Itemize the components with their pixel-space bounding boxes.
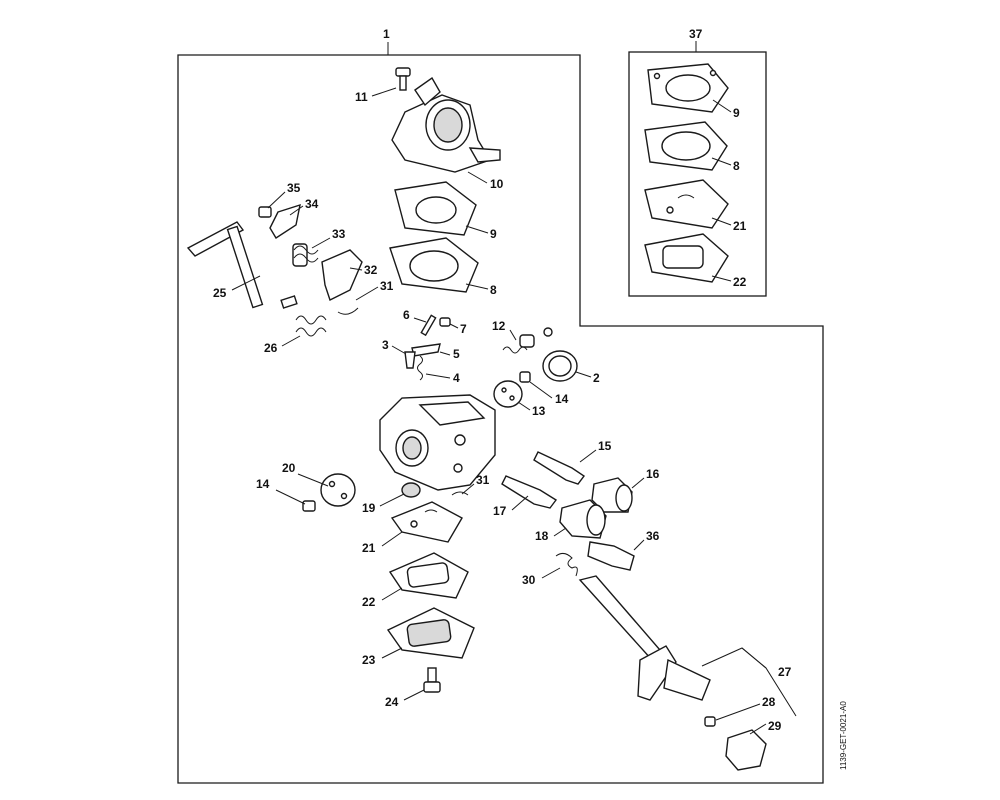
callout-15: 15 — [598, 439, 612, 453]
drawing-code: 1139-GET-0021-A0 — [839, 701, 848, 770]
cap-18 — [559, 499, 607, 539]
callout-29: 29 — [768, 719, 782, 733]
callout-26: 26 — [264, 341, 278, 355]
gasket-9 — [394, 181, 477, 236]
spring-33 — [292, 243, 319, 267]
ring-2 — [542, 350, 578, 382]
callout-36: 36 — [646, 529, 660, 543]
screw-35 — [258, 206, 272, 218]
callout-28: 28 — [762, 695, 776, 709]
spring-4 — [417, 355, 423, 381]
callout-14b: 14 — [256, 477, 270, 491]
kit-gasket-22 — [644, 233, 729, 283]
screw-7 — [439, 317, 451, 327]
spring-26 — [295, 315, 327, 337]
choke-shaft-25 — [186, 221, 298, 309]
callout-24: 24 — [385, 695, 399, 709]
callout-23: 23 — [362, 653, 376, 667]
wire-31 — [337, 307, 359, 315]
callout-18: 18 — [535, 529, 549, 543]
callout-10: 10 — [490, 177, 504, 191]
callout-21: 21 — [362, 541, 376, 555]
pin-6 — [420, 314, 437, 337]
callouts: 11 10 9 8 35 34 33 32 31 25 26 6 7 5 3 4… — [213, 87, 797, 735]
screw-28 — [704, 716, 716, 727]
callout-12: 12 — [492, 319, 506, 333]
screw-24 — [423, 667, 441, 693]
screw-14-top — [519, 371, 531, 383]
lever-32 — [321, 249, 363, 301]
plate-20 — [320, 473, 356, 507]
cap-16 — [591, 477, 633, 513]
gasket-22 — [388, 552, 469, 599]
callout-14: 14 — [555, 392, 569, 406]
callout-31: 31 — [380, 279, 394, 293]
filter-19 — [401, 482, 421, 498]
callout-2: 2 — [593, 371, 600, 385]
callout-11: 11 — [355, 90, 368, 104]
screw-14-left — [302, 500, 316, 512]
kit-callout-22: 22 — [733, 275, 747, 289]
plug-12 — [502, 327, 553, 354]
callout-30: 30 — [522, 573, 536, 587]
intake-housing-10 — [391, 76, 501, 173]
kit-callout-21: 21 — [733, 219, 747, 233]
callout-19: 19 — [362, 501, 376, 515]
callout-34: 34 — [305, 197, 319, 211]
callout-33: 33 — [332, 227, 346, 241]
disc-13 — [493, 380, 523, 408]
lever-29 — [725, 729, 767, 771]
adjust-screw-15 — [533, 451, 586, 485]
kit-callout-9: 9 — [733, 106, 740, 120]
callout-35: 35 — [287, 181, 301, 195]
diaphragm-8 — [389, 237, 479, 293]
callout-7: 7 — [460, 322, 467, 336]
kit-diaphragm-8 — [644, 121, 728, 171]
callout-22: 22 — [362, 595, 376, 609]
wire-31-b — [451, 491, 469, 496]
kit-gasket-9 — [647, 63, 729, 113]
spring-30 — [555, 552, 578, 577]
group-label-kit: 37 — [689, 27, 703, 41]
group-label-main: 1 — [383, 27, 390, 41]
carburetor-body — [379, 394, 496, 491]
callout-20: 20 — [282, 461, 296, 475]
callout-13: 13 — [532, 404, 546, 418]
kit-gasket-21 — [644, 179, 729, 229]
kit-frame — [628, 51, 767, 297]
callout-27: 27 — [778, 665, 792, 679]
callout-5: 5 — [453, 347, 460, 361]
callout-31b: 31 — [476, 473, 490, 487]
needle-3 — [404, 351, 416, 369]
main-assembly-frame — [177, 54, 824, 784]
kit-callout-8: 8 — [733, 159, 740, 173]
callout-3: 3 — [382, 338, 389, 352]
fitting-36 — [587, 541, 635, 571]
callout-9: 9 — [490, 227, 497, 241]
screw-11 — [395, 67, 411, 91]
callout-4: 4 — [453, 371, 460, 385]
callout-17: 17 — [493, 504, 507, 518]
callout-16: 16 — [646, 467, 660, 481]
gasket-21 — [390, 501, 463, 543]
lever-34 — [269, 203, 301, 239]
adjust-screw-17 — [501, 475, 558, 509]
callout-6: 6 — [403, 308, 410, 322]
throttle-shaft-27 — [578, 575, 711, 701]
callout-8: 8 — [490, 283, 497, 297]
cover-23 — [386, 607, 475, 659]
callout-25: 25 — [213, 286, 227, 300]
callout-32: 32 — [364, 263, 378, 277]
lever-5 — [411, 343, 441, 357]
